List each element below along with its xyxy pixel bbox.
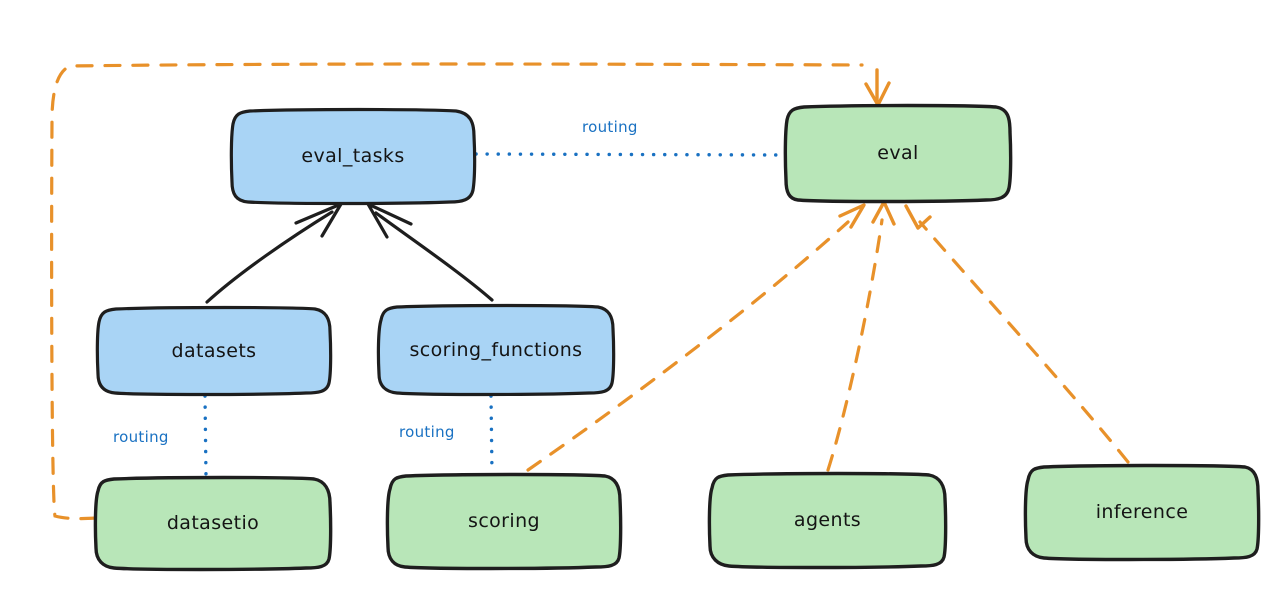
edge-scoring_functions-eval_tasks (366, 202, 494, 302)
node-datasetio[interactable] (93, 475, 333, 572)
node-scoring_functions[interactable] (376, 303, 616, 397)
edge-scoring_functions-scoring (489, 394, 494, 475)
edge-eval_tasks-eval (474, 152, 786, 157)
node-eval[interactable] (783, 103, 1013, 204)
node-eval_tasks[interactable] (229, 107, 477, 206)
edge-datasets-datasetio (203, 394, 208, 478)
node-inference[interactable] (1023, 463, 1261, 562)
node-datasets[interactable] (95, 305, 333, 397)
node-scoring[interactable] (385, 472, 623, 571)
edge-datasets-eval_tasks (205, 202, 343, 304)
edge-agents-eval (826, 200, 896, 472)
node-agents[interactable] (707, 471, 948, 570)
edge-scoring-eval (526, 203, 866, 472)
edge-inference-eval (904, 204, 1130, 464)
